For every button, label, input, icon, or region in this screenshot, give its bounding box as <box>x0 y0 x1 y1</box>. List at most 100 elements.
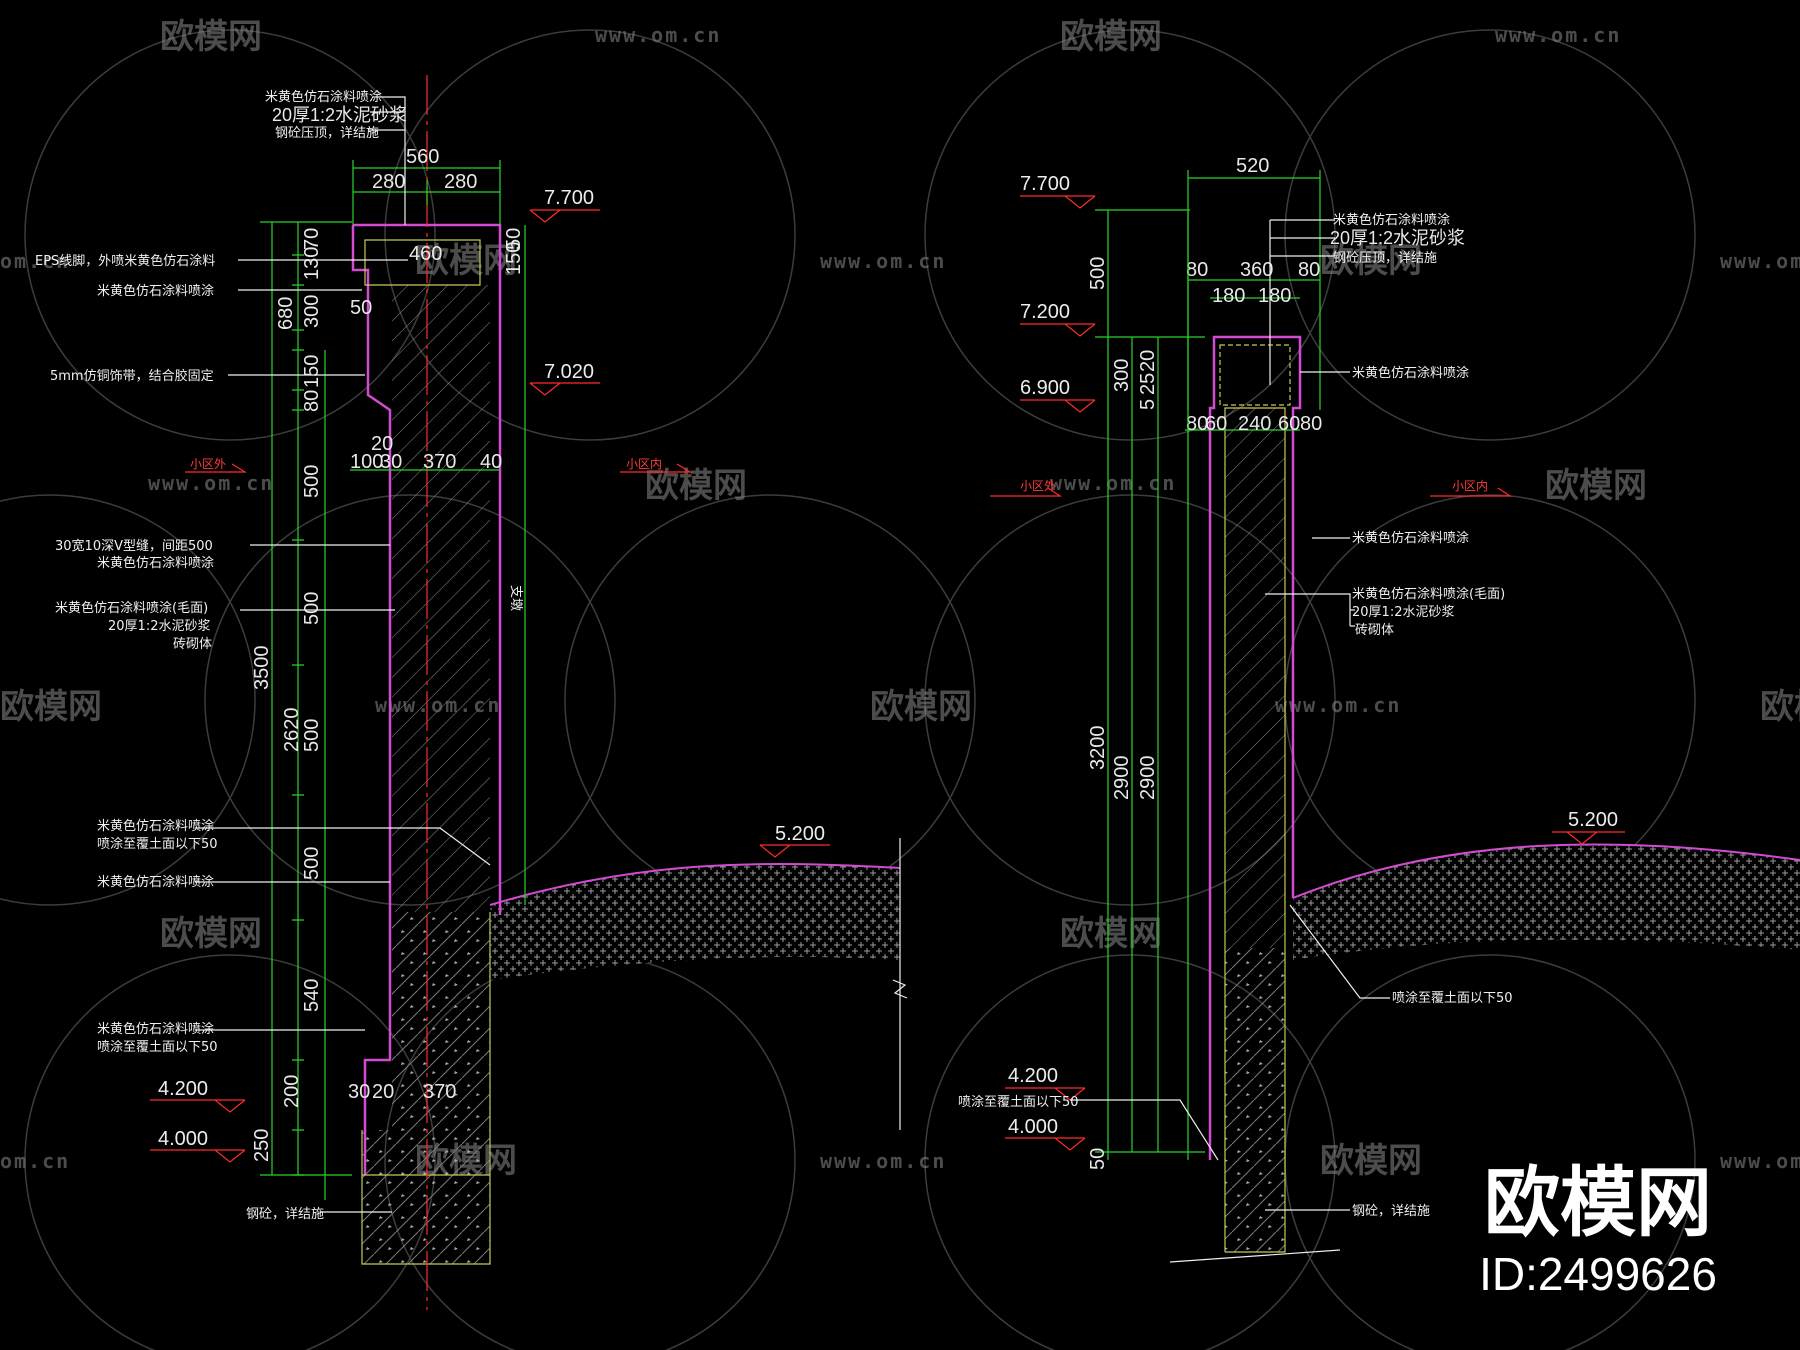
svg-text:30宽10深V型缝，间距500: 30宽10深V型缝，间距500 <box>55 538 213 554</box>
watermark-url: om.cn <box>0 1149 70 1173</box>
svg-text:米黄色仿石涂料喷涂: 米黄色仿石涂料喷涂 <box>97 555 214 571</box>
outline-profile <box>1208 335 1302 1160</box>
svg-text:米黄色仿石涂料喷涂: 米黄色仿石涂料喷涂 <box>265 89 382 105</box>
watermark-url: www.om.cn <box>1720 249 1800 273</box>
svg-text:540: 540 <box>301 979 323 1012</box>
note-copper-strip: 5mm仿铜饰带，结合胶固定 <box>50 368 214 384</box>
dim-2620: 2620 <box>281 708 303 753</box>
dim-3500: 3500 <box>251 646 273 691</box>
svg-text:小区内: 小区内 <box>1452 479 1488 493</box>
level-7700: 7.700 <box>544 187 594 209</box>
svg-text:钢砼压顶，详结施: 钢砼压顶，详结施 <box>1333 251 1437 266</box>
svg-text:7.700: 7.700 <box>1020 173 1070 195</box>
watermark-brand: 欧模网 <box>160 914 262 954</box>
zone-outside: 小区外 <box>190 457 226 471</box>
svg-text:米黄色仿石涂料喷涂(毛面): 米黄色仿石涂料喷涂(毛面) <box>1352 586 1505 602</box>
level-marks: 7.700 7.200 6.900 5.200 4.200 4.000 <box>1005 173 1625 1151</box>
svg-text:米黄色仿石涂料喷涂: 米黄色仿石涂料喷涂 <box>97 818 214 834</box>
svg-text:80: 80 <box>1300 413 1322 435</box>
svg-text:30: 30 <box>380 451 402 473</box>
svg-text:5.200: 5.200 <box>1568 809 1618 831</box>
svg-text:小区外: 小区外 <box>1020 479 1056 493</box>
svg-text:80: 80 <box>1298 259 1320 281</box>
watermark-brand: 欧模网 <box>1060 17 1162 57</box>
dim-inner-width: 460 <box>409 243 442 265</box>
dim-total-width: 560 <box>406 146 439 168</box>
watermark-brand: 欧模网 <box>1760 687 1800 727</box>
svg-text:喷涂至覆土面以下50: 喷涂至覆土面以下50 <box>97 836 218 852</box>
svg-text:80: 80 <box>1186 259 1208 281</box>
svg-text:3200: 3200 <box>1087 726 1109 771</box>
note-eps: EPS线脚，外喷米黄色仿石涂料 <box>35 253 215 269</box>
watermark-url: www.om.cn <box>1275 693 1401 717</box>
dim-680: 680 <box>275 297 297 330</box>
svg-text:20厚1:2水泥砂浆: 20厚1:2水泥砂浆 <box>1352 605 1454 620</box>
watermark-url: om.cn <box>0 249 70 273</box>
svg-text:米黄色仿石涂料喷涂: 米黄色仿石涂料喷涂 <box>1333 212 1450 228</box>
svg-text:2900: 2900 <box>1137 756 1159 801</box>
level-7020: 7.020 <box>544 361 594 383</box>
svg-text:300: 300 <box>1111 359 1133 392</box>
watermark-brand: 欧模网 <box>0 687 102 727</box>
svg-text:60: 60 <box>1205 413 1227 435</box>
svg-text:钢砼，详结施: 钢砼，详结施 <box>246 1207 324 1222</box>
svg-text:500: 500 <box>1087 257 1109 290</box>
svg-text:180: 180 <box>1212 285 1245 307</box>
svg-text:7.200: 7.200 <box>1020 301 1070 323</box>
svg-text:砖砌体: 砖砌体 <box>173 637 212 652</box>
dim-half-a: 280 <box>372 171 405 193</box>
svg-text:米黄色仿石涂料喷涂: 米黄色仿石涂料喷涂 <box>97 874 214 890</box>
svg-text:300: 300 <box>301 295 323 328</box>
svg-text:米黄色仿石涂料喷涂: 米黄色仿石涂料喷涂 <box>97 283 214 299</box>
svg-text:钢砼压顶，详结施: 钢砼压顶，详结施 <box>275 126 379 141</box>
watermark-brand: 欧模网 <box>645 466 747 506</box>
left-section: 560 280 280 460 70 130 300 50 150 80 500… <box>35 75 908 1310</box>
svg-text:6.900: 6.900 <box>1020 377 1070 399</box>
svg-text:20厚1:2水泥砂浆: 20厚1:2水泥砂浆 <box>272 105 407 125</box>
watermark-url: www.om.cn <box>148 471 274 495</box>
svg-text:370: 370 <box>423 451 456 473</box>
svg-text:20厚1:2水泥砂浆: 20厚1:2水泥砂浆 <box>1330 228 1465 248</box>
level-marks: 7.700 7.020 5.200 4.200 4.000 <box>150 187 830 1163</box>
vertical-note: 支墩 <box>508 585 523 611</box>
svg-text:30: 30 <box>348 1081 370 1103</box>
svg-text:370: 370 <box>423 1081 456 1103</box>
svg-text:20: 20 <box>1137 350 1159 372</box>
svg-text:80: 80 <box>1186 413 1208 435</box>
svg-text:米黄色仿石涂料喷涂: 米黄色仿石涂料喷涂 <box>1352 365 1469 381</box>
brand-logo: 欧模网 ID:2499626 <box>1448 1160 1748 1302</box>
dim-half-b: 280 <box>444 171 477 193</box>
watermark-url: www.om.cn <box>820 249 946 273</box>
svg-text:20: 20 <box>372 1081 394 1103</box>
svg-text:钢砼，详结施: 钢砼，详结施 <box>1352 1204 1430 1219</box>
svg-text:喷涂至覆土面以下50: 喷涂至覆土面以下50 <box>958 1094 1079 1110</box>
watermark-brand: 欧模网 <box>1320 241 1422 281</box>
svg-text:喷涂至覆土面以下50: 喷涂至覆土面以下50 <box>97 1039 218 1055</box>
svg-text:砖砌体: 砖砌体 <box>1355 623 1394 638</box>
level-4000: 4.000 <box>158 1128 208 1150</box>
svg-text:20厚1:2水泥砂浆: 20厚1:2水泥砂浆 <box>108 619 210 634</box>
svg-text:500: 500 <box>301 592 323 625</box>
svg-text:喷涂至覆土面以下50: 喷涂至覆土面以下50 <box>1392 990 1513 1006</box>
svg-text:250: 250 <box>251 1129 273 1162</box>
watermark-brand: 欧模网 <box>1060 914 1162 954</box>
svg-text:20: 20 <box>371 433 393 455</box>
brick-wall-hatch <box>392 285 490 912</box>
svg-text:米黄色仿石涂料喷涂: 米黄色仿石涂料喷涂 <box>1352 530 1469 546</box>
svg-text:米黄色仿石涂料喷涂: 米黄色仿石涂料喷涂 <box>97 1021 214 1037</box>
brand-id: ID:2499626 <box>1479 1248 1717 1300</box>
svg-text:4.000: 4.000 <box>1008 1116 1058 1138</box>
svg-text:100: 100 <box>350 451 383 473</box>
brand-name: 欧模网 <box>1484 1158 1712 1247</box>
svg-text:2900: 2900 <box>1111 756 1133 801</box>
svg-text:500: 500 <box>301 465 323 498</box>
svg-text:25: 25 <box>1137 373 1159 395</box>
svg-text:50: 50 <box>503 228 525 250</box>
level-4200: 4.200 <box>158 1078 208 1100</box>
svg-text:180: 180 <box>1258 285 1291 307</box>
concrete-footing <box>392 912 490 1264</box>
svg-text:130: 130 <box>301 247 323 280</box>
svg-text:40: 40 <box>480 451 502 473</box>
